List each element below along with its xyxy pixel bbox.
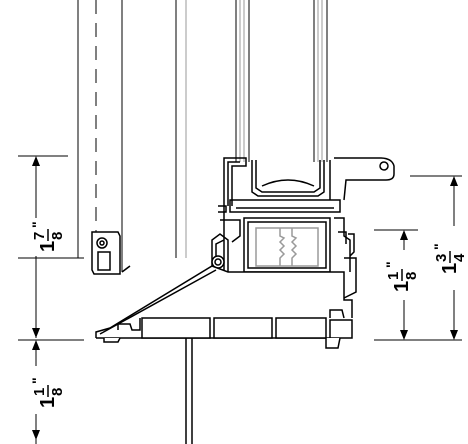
dim-left-lower-whole: 1 [37,397,59,408]
glass-lites [235,0,328,162]
jamb-lines [77,0,187,272]
dim-right-inner-denominator: 8 [403,272,420,280]
sill-support-leg [185,338,193,444]
dim-left-lower-numerator: 1 [31,388,48,396]
dim-left-upper-whole: 1 [37,241,59,252]
dim-left-upper: 1 7 8 " [29,156,66,338]
frame-interior-stop [211,233,229,272]
dim-right-outer: 1 3 4 " [431,176,468,340]
sash-chamber [243,217,331,273]
dim-right-outer-unit: " [431,243,447,250]
dim-right-outer-whole: 1 [439,263,461,274]
dim-left-lower-unit: " [29,377,45,384]
dim-right-inner-unit: " [383,261,399,268]
sill-extrusion [95,265,353,349]
dim-left-lower-denominator: 8 [49,388,66,396]
dim-right-inner-numerator: 1 [385,272,402,280]
dim-right-inner-whole: 1 [391,281,413,292]
dim-right-inner: 1 1 8 " [383,230,420,340]
dim-left-lower: 1 1 8 " [29,340,66,444]
dim-left-upper-unit: " [29,221,45,228]
sash-bottom-rail [218,157,395,272]
dim-left-upper-denominator: 8 [49,232,66,240]
dim-left-upper-numerator: 7 [31,232,48,240]
interior-weatherstrip [91,231,131,275]
dim-right-outer-denominator: 4 [451,253,468,262]
extension-lines [18,155,462,341]
dim-right-outer-numerator: 3 [433,254,450,262]
